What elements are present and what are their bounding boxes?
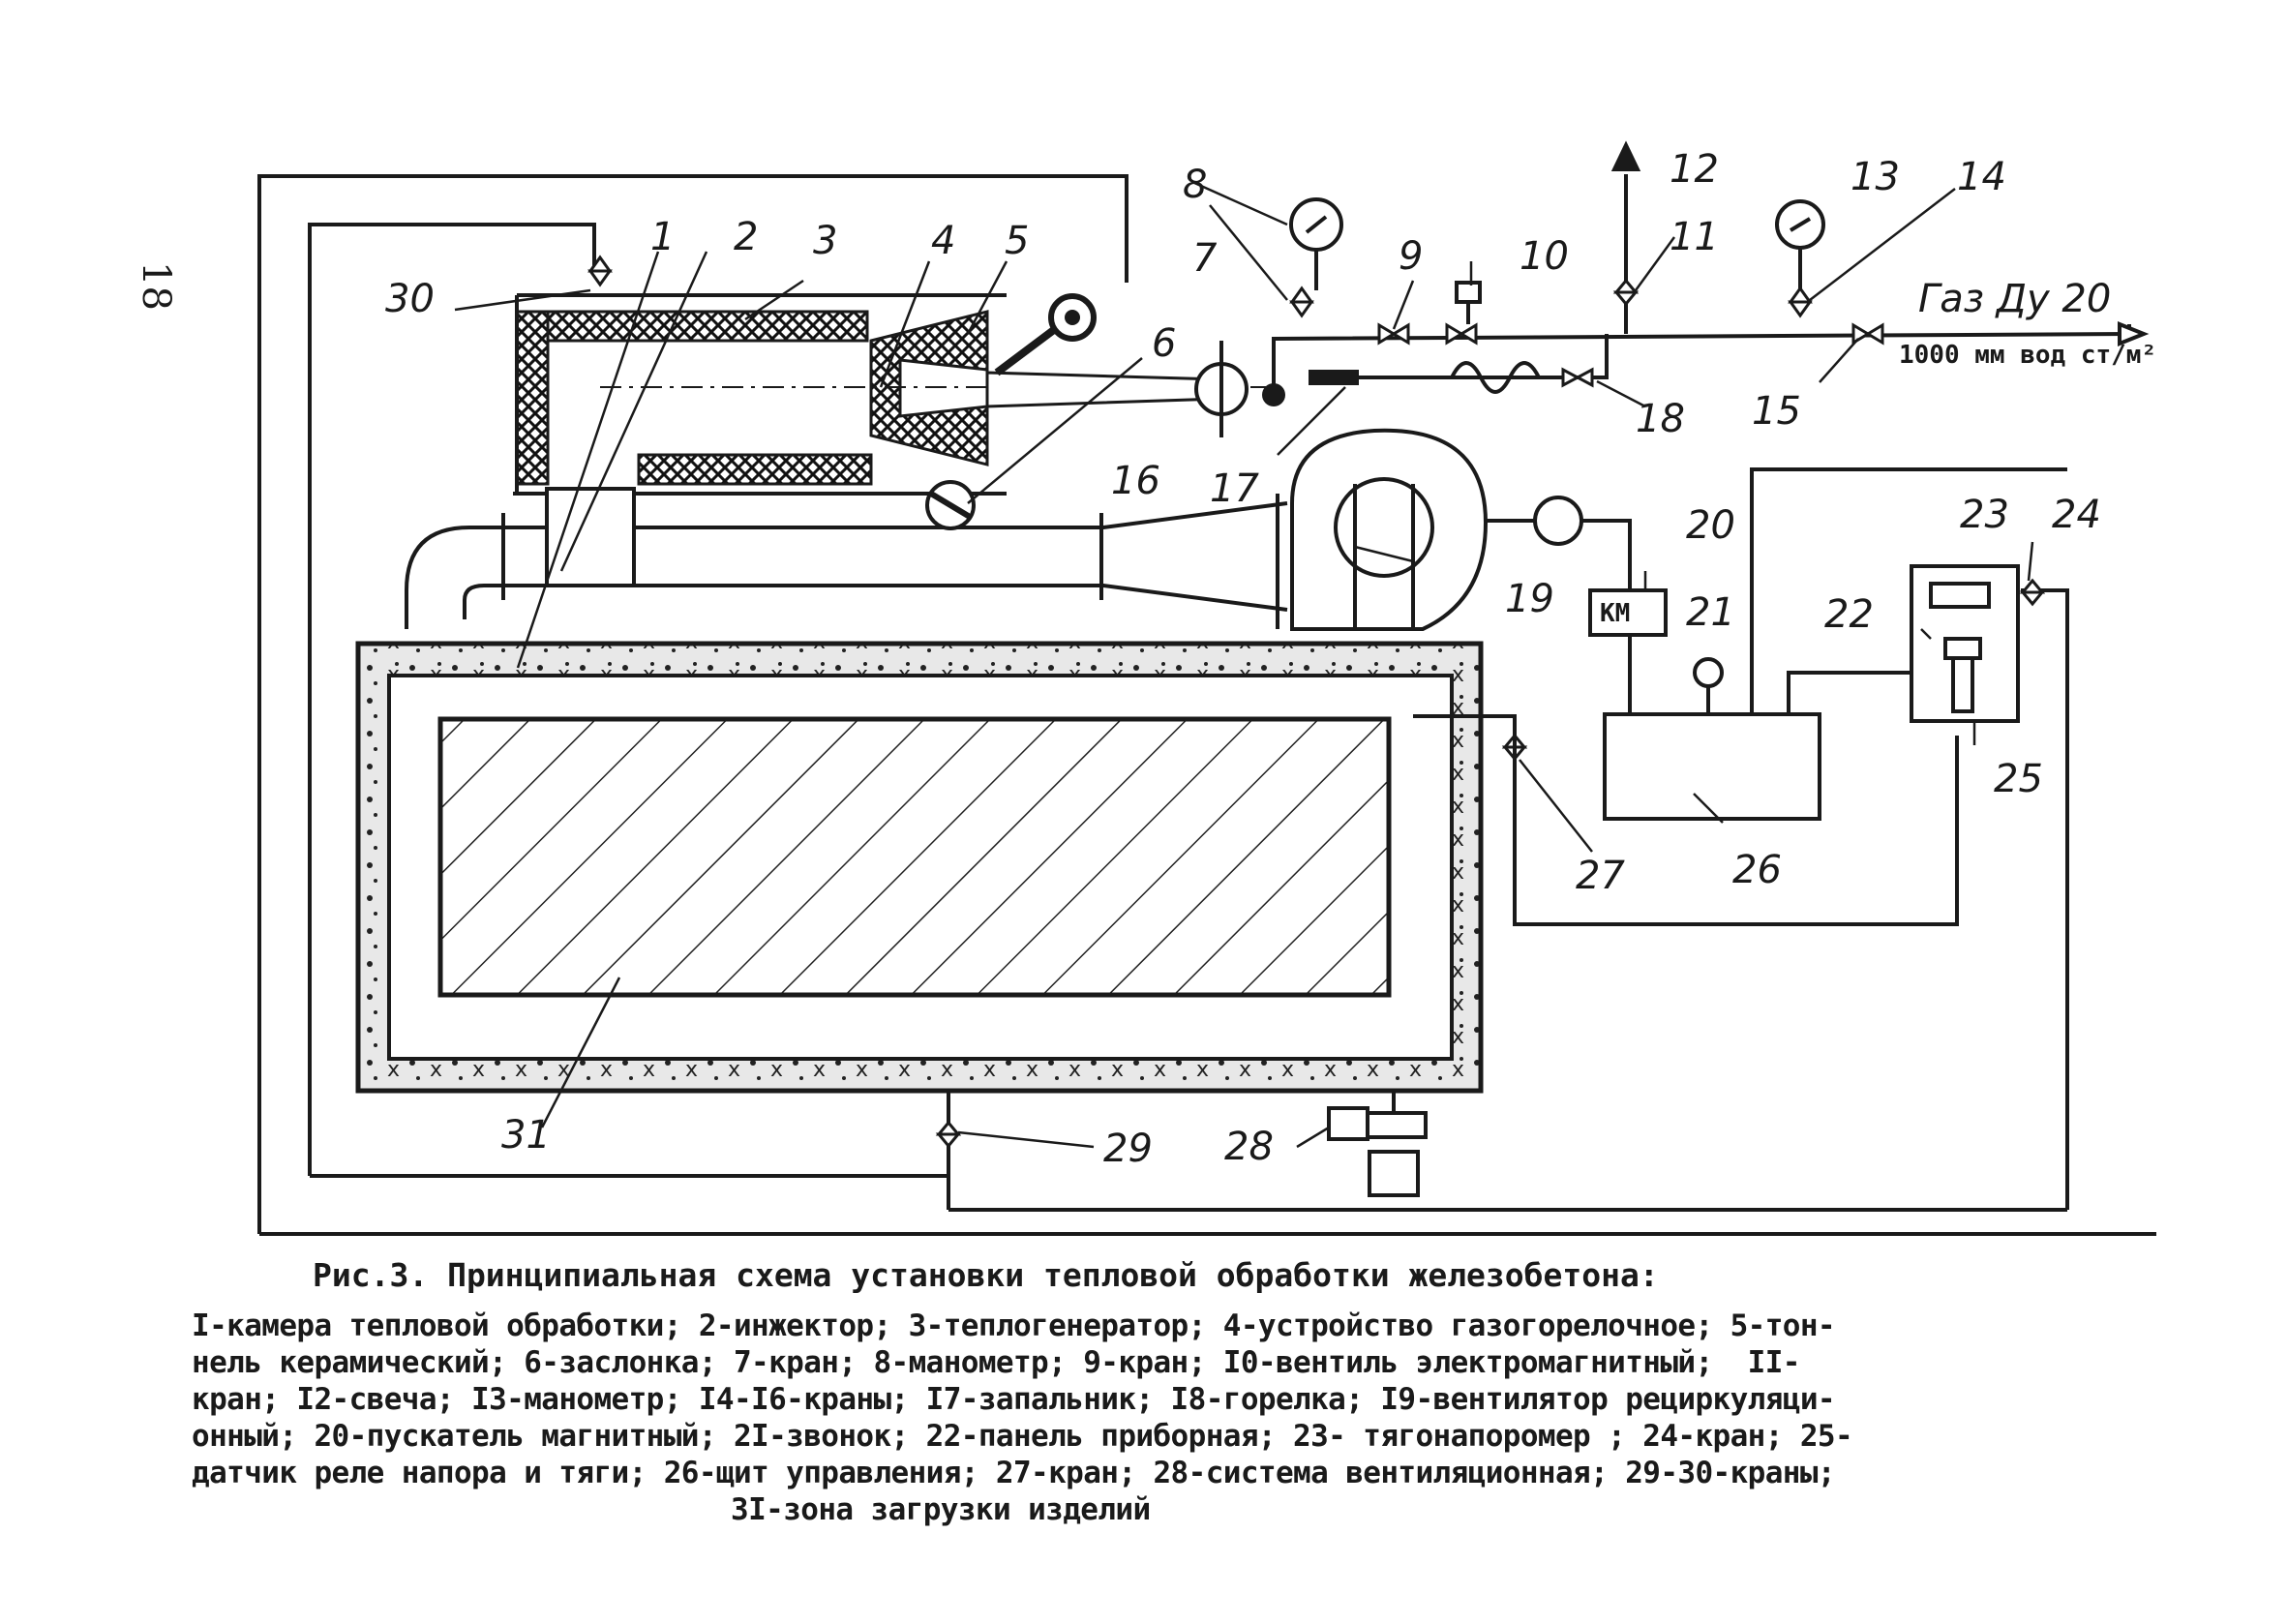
callout-23: 23 — [1960, 493, 2009, 537]
callout-7: 7 — [1192, 236, 1218, 281]
callout-5: 5 — [1005, 219, 1029, 263]
callout-12: 12 — [1670, 147, 1719, 192]
callout-1: 1 — [650, 215, 675, 259]
solenoid-10 — [1455, 281, 1482, 304]
recirculation-duct — [405, 428, 1489, 631]
product-load-zone — [437, 716, 1392, 998]
gauges — [1289, 197, 1825, 590]
heat-generator — [513, 293, 1285, 496]
caption-line-3: кран; I2-свеча; I3-манометр; I4-I6-краны… — [192, 1382, 1836, 1417]
treatment-chamber — [355, 641, 1484, 1094]
caption-line-6: 3I-зона загрузки изделий — [731, 1492, 1151, 1527]
gauge-19 — [1533, 496, 1583, 546]
page-number: 18 — [134, 261, 178, 311]
bell-21 — [1693, 657, 1724, 688]
callout-15: 15 — [1752, 389, 1801, 434]
callout-3: 3 — [813, 219, 837, 263]
gas-pressure-label: 1000 мм вод ст/м² — [1899, 341, 2156, 370]
callout-14: 14 — [1957, 155, 2006, 199]
inner-return-line — [308, 223, 596, 1176]
valves — [587, 255, 2046, 1149]
control-board-26 — [1603, 712, 1821, 821]
callout-19: 19 — [1505, 577, 1554, 621]
figure-caption-title: Рис.3. Принципиальная схема установки те… — [313, 1256, 1659, 1294]
caption-line-1: I-камера тепловой обработки; 2-инжектор;… — [192, 1308, 1836, 1343]
callout-4: 4 — [931, 219, 955, 263]
callout-26: 26 — [1732, 848, 1782, 892]
callout-11: 11 — [1670, 215, 1719, 259]
callout-6: 6 — [1152, 321, 1176, 366]
ventilation-system-28 — [1327, 1106, 1369, 1141]
gas-line — [1272, 140, 2150, 395]
callout-30: 30 — [385, 277, 435, 321]
callout-25: 25 — [1994, 757, 2043, 801]
callout-8: 8 — [1183, 163, 1207, 207]
starter-mark: КМ — [1600, 599, 1630, 628]
callout-22: 22 — [1824, 592, 1874, 637]
callout-24: 24 — [2052, 493, 2101, 537]
callout-10: 10 — [1520, 234, 1569, 279]
draft-gauge-23 — [1929, 582, 1991, 609]
control-devices — [1327, 564, 2020, 1197]
callout-17: 17 — [1210, 466, 1259, 511]
callout-18: 18 — [1636, 397, 1685, 441]
callout-27: 27 — [1576, 854, 1625, 898]
callout-2: 2 — [734, 215, 758, 259]
callout-labels: 1 2 3 4 5 6 7 8 9 10 11 12 13 14 15 16 1… — [134, 147, 2156, 1171]
caption-line-2: нель керамический; 6-заслонка; 7-кран; 8… — [192, 1345, 1800, 1380]
caption-line-4: онный; 20-пускатель магнитный; 2I-звонок… — [192, 1419, 1853, 1454]
leader-lines — [454, 180, 2034, 1149]
callout-29: 29 — [1103, 1127, 1153, 1171]
panel-line — [2021, 588, 2069, 1210]
callout-28: 28 — [1224, 1125, 1274, 1169]
callout-21: 21 — [1686, 590, 1735, 635]
callout-31: 31 — [501, 1113, 551, 1158]
callout-16: 16 — [1111, 459, 1160, 503]
callout-9: 9 — [1399, 234, 1423, 279]
outer-frame — [257, 174, 1128, 1234]
callout-13: 13 — [1851, 155, 1900, 199]
magnetic-starter-20 — [1588, 588, 1668, 637]
caption-line-5: датчик реле напора и тяги; 26-щит управл… — [192, 1456, 1836, 1490]
gas-inlet-label: Газ Ду 20 — [1918, 277, 2111, 321]
igniter-18 — [1309, 370, 1359, 385]
callout-20: 20 — [1686, 503, 1735, 548]
